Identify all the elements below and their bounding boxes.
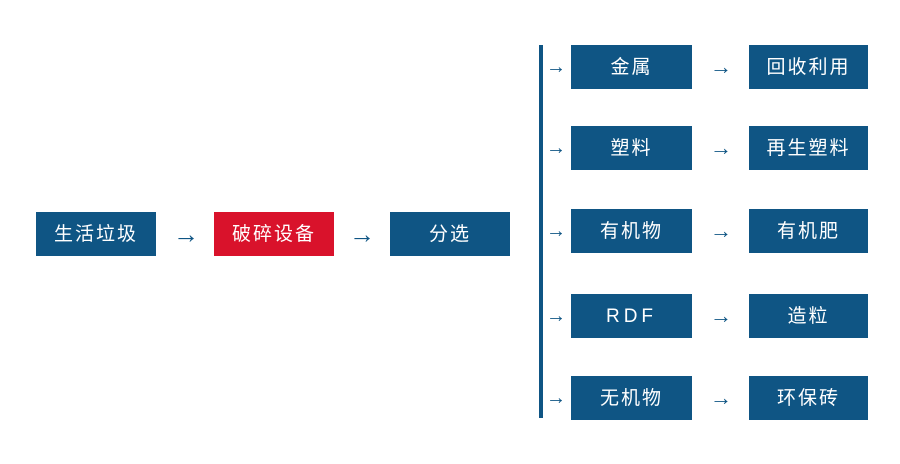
branch-arrow-inorganic: → [546, 387, 566, 409]
distribution-trunk-line [539, 45, 543, 418]
node-product-recycling[interactable]: 回收利用 [749, 45, 868, 89]
arrow-plastic-to-recycled-plastic: → [710, 135, 732, 160]
branch-arrow-metal: → [546, 56, 566, 78]
arrow-organic-to-fertilizer: → [710, 218, 732, 243]
branch-arrow-organic: → [546, 220, 566, 242]
node-product-eco-brick[interactable]: 环保砖 [749, 376, 868, 420]
node-sorting[interactable]: 分选 [390, 212, 510, 256]
arrow-inorganic-to-eco-brick: → [710, 385, 732, 410]
node-fraction-metal[interactable]: 金属 [571, 45, 692, 89]
branch-arrow-rdf: → [546, 305, 566, 327]
node-msw[interactable]: 生活垃圾 [36, 212, 156, 256]
node-product-organic-fertilizer[interactable]: 有机肥 [749, 209, 868, 253]
node-crusher[interactable]: 破碎设备 [214, 212, 334, 256]
node-fraction-inorganic[interactable]: 无机物 [571, 376, 692, 420]
arrow-crusher-to-sorting: → [349, 219, 375, 249]
node-product-pelletizing[interactable]: 造粒 [749, 294, 868, 338]
node-fraction-rdf[interactable]: RDF [571, 294, 692, 338]
arrow-metal-to-recycling: → [710, 54, 732, 79]
node-product-recycled-plastic[interactable]: 再生塑料 [749, 126, 868, 170]
node-fraction-plastic[interactable]: 塑料 [571, 126, 692, 170]
arrow-rdf-to-pelletizing: → [710, 303, 732, 328]
arrow-msw-to-crusher: → [173, 219, 199, 249]
branch-arrow-plastic: → [546, 137, 566, 159]
node-fraction-organic[interactable]: 有机物 [571, 209, 692, 253]
